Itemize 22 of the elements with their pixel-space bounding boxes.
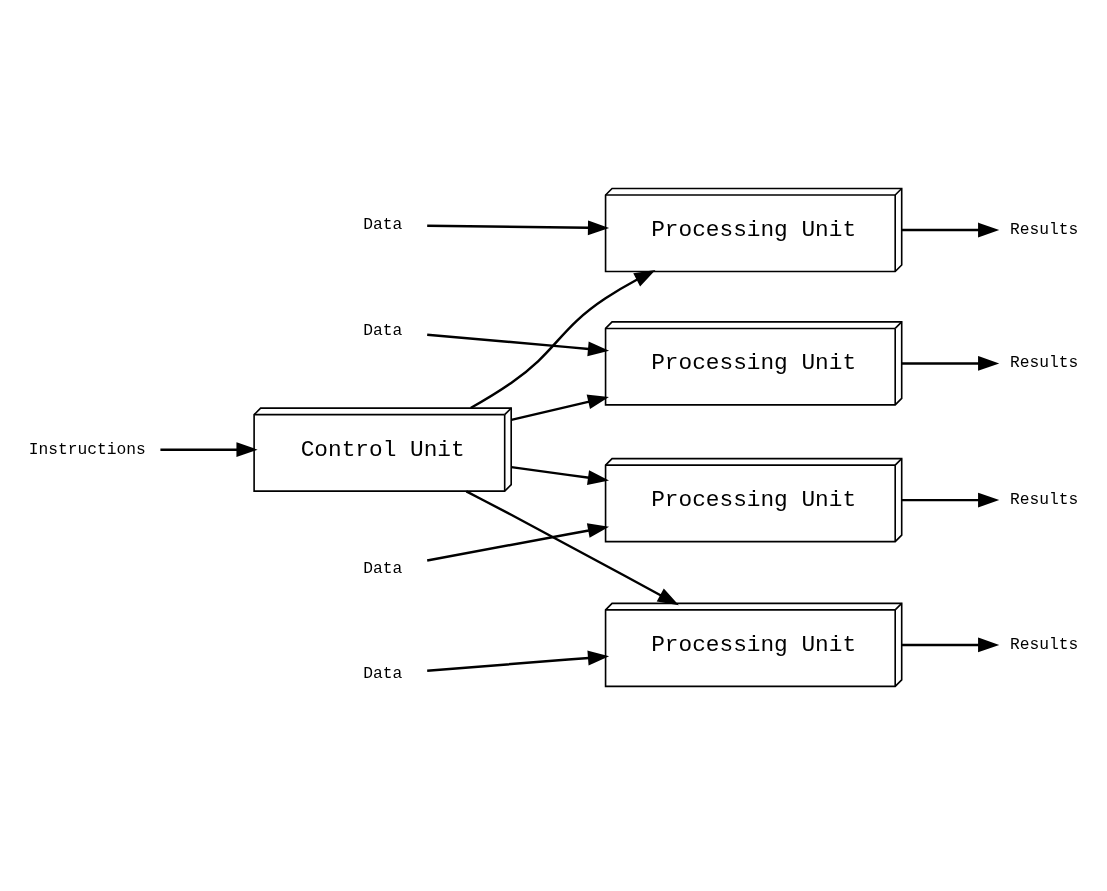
arrow	[511, 465, 609, 485]
arrow	[901, 222, 1000, 237]
arrow	[427, 650, 610, 672]
node-text: Results	[1009, 489, 1079, 509]
node-text: Data	[363, 214, 403, 234]
node-text: Data	[363, 320, 403, 340]
node-text: Data	[363, 663, 403, 683]
node-text: Instructions	[28, 439, 146, 459]
arrow	[426, 522, 610, 562]
arrow	[427, 332, 610, 356]
node-text: Data	[363, 558, 403, 578]
arrow	[901, 355, 1000, 371]
arrow	[511, 394, 609, 421]
arrow	[465, 489, 679, 605]
node-text: Results	[1009, 352, 1079, 372]
arrow	[470, 269, 656, 409]
arrow	[901, 492, 1000, 507]
arrow	[901, 637, 1000, 652]
node-text: Results	[1009, 219, 1079, 239]
arrow	[160, 441, 258, 457]
node-text: Results	[1009, 634, 1079, 654]
arrow	[427, 219, 610, 235]
